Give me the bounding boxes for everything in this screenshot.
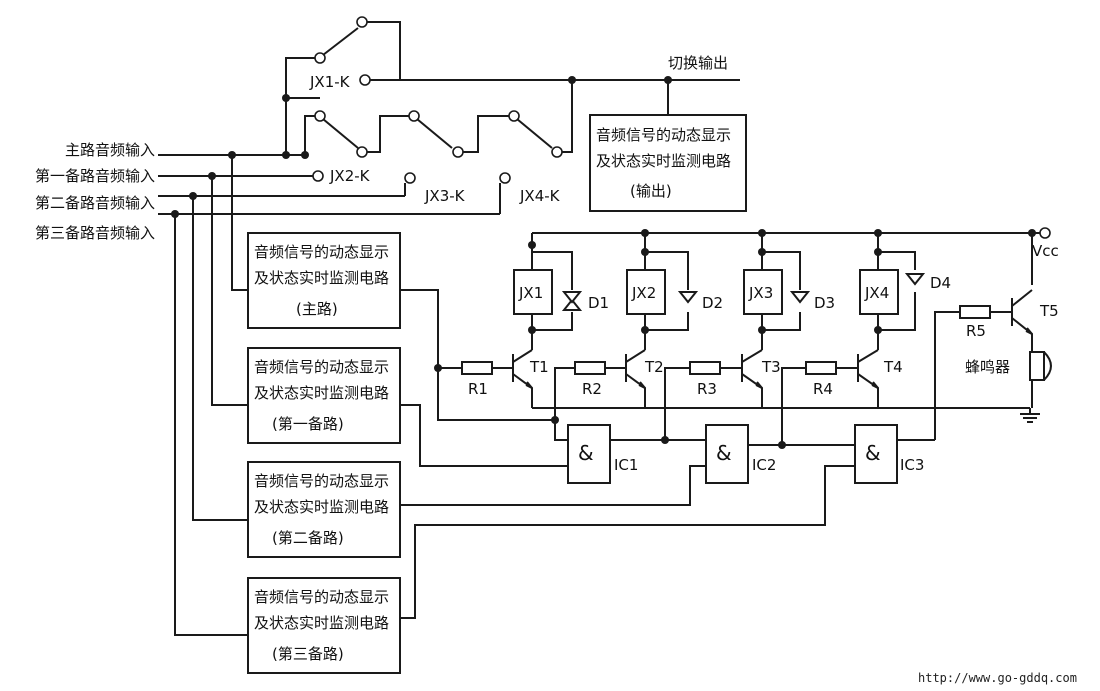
input-label-backup-3: 第三备路音频输入 — [35, 224, 155, 242]
monitor-box-backup-3 — [247, 577, 401, 674]
monitor-b3-line3: (第三备路) — [272, 645, 344, 663]
gate-ic3 — [854, 424, 898, 484]
input-label-main: 主路音频输入 — [65, 141, 155, 159]
logic-gates: & IC1 & IC2 & IC3 — [400, 404, 935, 619]
monitor-b3-line2: 及状态实时监测电路 — [254, 614, 389, 632]
monitor-box-backup-1 — [247, 347, 401, 444]
resistor-r2-label: R2 — [582, 380, 602, 398]
switch-jx1-label: JX1-K — [309, 73, 351, 91]
switch-jx4-label: JX4-K — [519, 187, 561, 205]
relay-jx2-label: JX2 — [631, 284, 656, 302]
gate-ic2-symbol: & — [716, 441, 732, 465]
monitor-b1-line2: 及状态实时监测电路 — [254, 384, 389, 402]
switch-jx2-label: JX2-K — [329, 167, 371, 185]
gate-ic3-label: IC3 — [900, 456, 924, 474]
gate-ic2 — [705, 424, 749, 484]
gate-ic1 — [567, 424, 611, 484]
monitor-boxes: 音频信号的动态显示 及状态实时监测电路 (主路) 音频信号的动态显示 及状态实时… — [247, 232, 401, 674]
switch-jx3-label: JX3-K — [424, 187, 466, 205]
resistor-r1-label: R1 — [468, 380, 488, 398]
vcc-label: Vcc — [1032, 242, 1059, 260]
gate-ic3-symbol: & — [865, 441, 881, 465]
output-monitor-box — [589, 114, 747, 212]
relay-jx3-label: JX3 — [748, 284, 773, 302]
gate-ic1-label: IC1 — [614, 456, 638, 474]
resistor-r3-label: R3 — [697, 380, 717, 398]
diode-d3-label: D3 — [814, 294, 835, 312]
source-url: http://www.go-gddq.com — [918, 671, 1077, 685]
monitor-b2-line3: (第二备路) — [272, 529, 344, 547]
relay-jx1-label: JX1 — [518, 284, 543, 302]
diode-d2-label: D2 — [702, 294, 723, 312]
gate-ic2-label: IC2 — [752, 456, 776, 474]
relay-jx3 — [743, 269, 783, 315]
transistor-t4-label: T4 — [883, 358, 903, 376]
input-label-backup-2: 第二备路音频输入 — [35, 194, 155, 212]
monitor-b2-line1: 音频信号的动态显示 — [254, 472, 389, 490]
monitor-main-line3: (主路) — [296, 300, 338, 318]
monitor-b2-line2: 及状态实时监测电路 — [254, 498, 389, 516]
input-lines: 主路音频输入 第一备路音频输入 第二备路音频输入 第三备路音频输入 — [35, 141, 500, 636]
transistor-t1-label: T1 — [529, 358, 549, 376]
resistor-r5-label: R5 — [966, 322, 986, 340]
output-monitor-line3: (输出) — [630, 182, 672, 200]
resistor-r4-label: R4 — [813, 380, 833, 398]
transistor-t5-label: T5 — [1039, 302, 1059, 320]
switch-section: JX1-K 切换输出 JX2-K JX3-K JX4-K 音频信号的动态显示 及… — [282, 16, 747, 214]
buzzer — [1029, 351, 1045, 381]
monitor-main-line2: 及状态实时监测电路 — [254, 269, 389, 287]
output-monitor-line2: 及状态实时监测电路 — [596, 152, 731, 170]
monitor-b1-line3: (第一备路) — [272, 415, 344, 433]
switch-output-label: 切换输出 — [668, 54, 728, 72]
relay-jx4 — [859, 269, 899, 315]
monitor-box-main — [247, 232, 401, 329]
diode-d4-label: D4 — [930, 274, 951, 292]
input-label-backup-1: 第一备路音频输入 — [35, 167, 155, 185]
monitor-box-backup-2 — [247, 461, 401, 558]
driver-section: Vcc JX1 D1 R1 T1 — [400, 227, 1059, 445]
output-monitor-line1: 音频信号的动态显示 — [596, 126, 731, 144]
diode-d1-label: D1 — [588, 294, 609, 312]
monitor-b1-line1: 音频信号的动态显示 — [254, 358, 389, 376]
monitor-b3-line1: 音频信号的动态显示 — [254, 588, 389, 606]
gate-ic1-symbol: & — [578, 441, 594, 465]
relay-jx4-label: JX4 — [864, 284, 889, 302]
transistor-t3-label: T3 — [761, 358, 781, 376]
transistor-t2-label: T2 — [644, 358, 664, 376]
buzzer-label: 蜂鸣器 — [965, 358, 1010, 376]
monitor-main-line1: 音频信号的动态显示 — [254, 243, 389, 261]
